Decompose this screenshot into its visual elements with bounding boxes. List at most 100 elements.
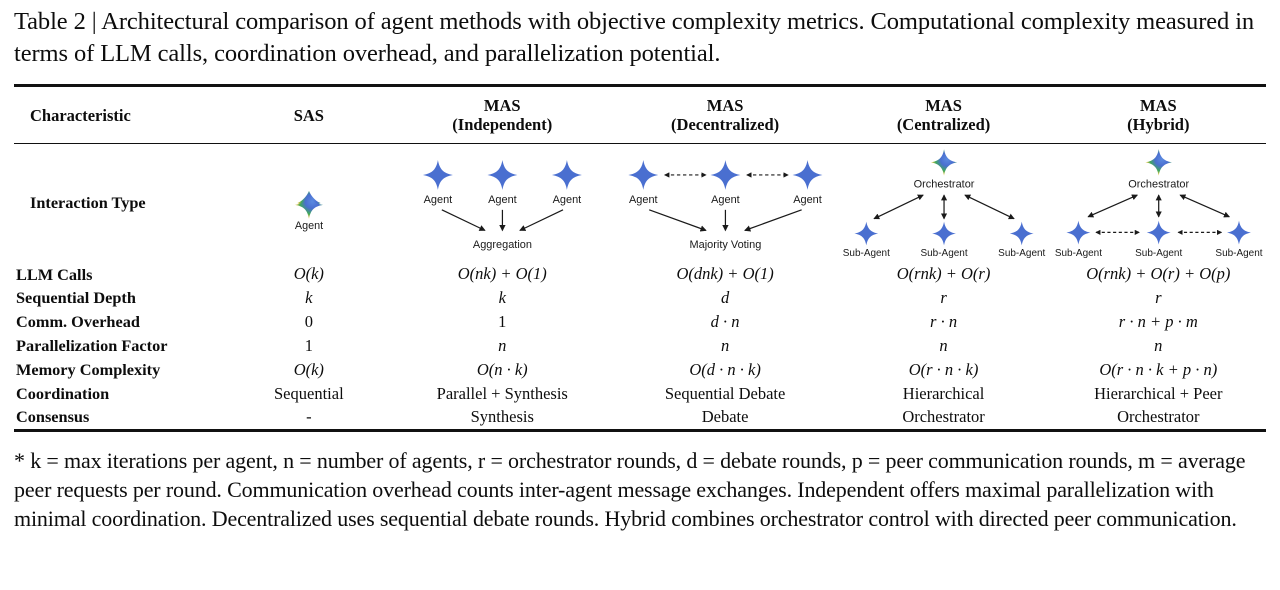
sparkle-icons-sub-agents	[853, 221, 1034, 246]
cell-value: O(r · n · k)	[908, 359, 979, 379]
diagram-arrows	[441, 209, 564, 232]
cell-value: O(rnk) + O(r) + O(p)	[1086, 264, 1231, 284]
header-line2: (Independent)	[452, 115, 553, 135]
comparison-table: Characteristic SAS MAS (Independent) MAS…	[14, 84, 1266, 432]
row-label: Consensus	[16, 407, 90, 427]
sparkle-icon-sub-agent-1	[1066, 220, 1090, 245]
table-row: Parallelization Factor 1 n n n n	[14, 334, 1266, 358]
sparkle-icon-orchestrator	[1145, 149, 1172, 176]
diagram-label-agent-2: Agent	[711, 194, 740, 206]
table-row: Memory Complexity O(k) O(n · k) O(d · n …	[14, 358, 1266, 382]
header-line1: Characteristic	[30, 105, 131, 125]
header-line2: (Hybrid)	[1127, 115, 1190, 135]
diagram-label-agent-2: Agent	[488, 194, 517, 206]
table-caption-text: Architectural comparison of agent method…	[14, 8, 1255, 68]
row-label: Sequential Depth	[16, 288, 136, 308]
cell-value: r	[940, 288, 947, 308]
diagram-label-agent-3: Agent	[552, 194, 581, 206]
diagram-hierarchy-arrows	[1086, 194, 1230, 218]
diagram-arrows	[648, 209, 802, 232]
header-line1: MAS	[1139, 95, 1177, 115]
cell-value: O(n · k)	[476, 359, 528, 379]
cell-value: Orchestrator	[902, 407, 985, 427]
diagram-label-orchestrator: Orchestrator	[1128, 179, 1189, 191]
cell-value: O(k)	[293, 264, 324, 284]
cell-value: d · n	[710, 312, 740, 332]
table-row: Comm. Overhead 0 1 d · n r · n r · n + p…	[14, 310, 1266, 334]
cell-value: d	[720, 288, 730, 308]
table-row: LLM Calls O(k) O(nk) + O(1) O(dnk) + O(1…	[14, 262, 1266, 286]
column-header-characteristic: Characteristic	[14, 85, 227, 144]
cell-value: r	[1155, 288, 1162, 308]
sparkle-icon-orchestrator	[930, 149, 957, 176]
column-header-mas-centralized: MAS (Centralized)	[837, 85, 1051, 144]
cell-value: Orchestrator	[1117, 407, 1200, 427]
diagram-label-sub-agent-3: Sub-Agent	[998, 248, 1045, 259]
row-label: LLM Calls	[16, 264, 93, 284]
cell-value: n	[1154, 335, 1163, 355]
header-line1: MAS	[483, 95, 521, 115]
cell-value: r · n	[930, 312, 958, 332]
sparkle-icon-agent-3	[792, 160, 823, 191]
table-row: Sequential Depth k k d r r	[14, 286, 1266, 310]
diagram-label-sub-agent-1: Sub-Agent	[842, 248, 889, 259]
cell-value: n	[720, 335, 730, 355]
diagram-label-majority-voting: Majority Voting	[689, 239, 761, 251]
cell-value: O(dnk) + O(1)	[676, 264, 774, 284]
cell-value: Hierarchical + Peer	[1094, 383, 1223, 403]
diagram-arrows	[872, 194, 1015, 220]
header-line2: (Centralized)	[896, 115, 991, 135]
cell-value: 1	[304, 335, 313, 355]
diagram-cell-hybrid: Orchestrator	[1051, 144, 1266, 263]
diagram-sas: Agent	[227, 147, 391, 259]
sparkle-icons-agents	[628, 160, 823, 191]
column-header-sas: SAS	[227, 85, 391, 144]
sparkle-icon-agent-rainbow	[294, 191, 323, 220]
sparkle-icon-agent-1	[628, 160, 658, 191]
table-body: Interaction Type	[14, 144, 1266, 431]
cell-value: Synthesis	[470, 407, 534, 427]
sparkle-icon-sub-agent-1	[853, 221, 878, 246]
cell-value: Sequential Debate	[664, 383, 786, 403]
row-label: Comm. Overhead	[16, 312, 140, 332]
table-row: Coordination Sequential Parallel + Synth…	[14, 381, 1266, 405]
diagram-centralized: Orchestrator Sub-Agent	[837, 147, 1051, 259]
cell-value: O(rnk) + O(r)	[896, 264, 991, 284]
column-header-mas-independent: MAS (Independent)	[391, 85, 614, 144]
header-line1: SAS	[293, 105, 324, 125]
header-line1: MAS	[925, 95, 962, 115]
diagram-decentralized: Agent Agent Agent Majority Voting	[614, 147, 837, 259]
cell-value: k	[305, 288, 313, 308]
sparkle-icon-agent-2	[487, 160, 518, 191]
diagram-label-orchestrator: Orchestrator	[913, 179, 974, 191]
diagram-label-agent-1: Agent	[629, 194, 658, 206]
cell-value: n	[939, 335, 948, 355]
table-row-interaction-type: Interaction Type	[14, 144, 1266, 263]
sparkle-icon-agent-1	[422, 160, 453, 191]
row-label: Coordination	[16, 383, 110, 403]
diagram-cell-independent: Agent Agent Agent Aggregation	[391, 144, 614, 263]
table-caption-label: Table 2 |	[14, 8, 97, 35]
diagram-label-agent-3: Agent	[793, 194, 822, 206]
diagram-independent: Agent Agent Agent Aggregation	[391, 147, 614, 259]
sparkle-icon-sub-agent-3	[1226, 220, 1251, 245]
diagram-label-agent-1: Agent	[423, 194, 452, 206]
table-row: Consensus - Synthesis Debate Orchestrato…	[14, 405, 1266, 431]
diagram-cell-sas: Agent	[227, 144, 391, 263]
diagram-label-sub-agent-1: Sub-Agent	[1054, 248, 1101, 259]
table-header: Characteristic SAS MAS (Independent) MAS…	[14, 85, 1266, 144]
cell-value: k	[498, 288, 506, 308]
column-header-mas-decentralized: MAS (Decentralized)	[614, 85, 837, 144]
sparkle-icons-agents	[422, 160, 582, 191]
row-label: Parallelization Factor	[16, 336, 168, 355]
header-line2: (Decentralized)	[671, 115, 780, 135]
diagram-cell-decentralized: Agent Agent Agent Majority Voting	[614, 144, 837, 263]
sparkle-icon-sub-agent-2	[931, 221, 956, 246]
sparkle-icon-agent-3	[551, 160, 582, 191]
cell-value: 0	[304, 312, 313, 332]
row-label: Memory Complexity	[16, 359, 161, 379]
diagram-hybrid: Orchestrator	[1051, 147, 1266, 259]
sparkle-icon-agent-2	[710, 160, 741, 191]
cell-value: r · n + p · m	[1118, 312, 1198, 332]
cell-value: Parallel + Synthesis	[436, 383, 568, 403]
